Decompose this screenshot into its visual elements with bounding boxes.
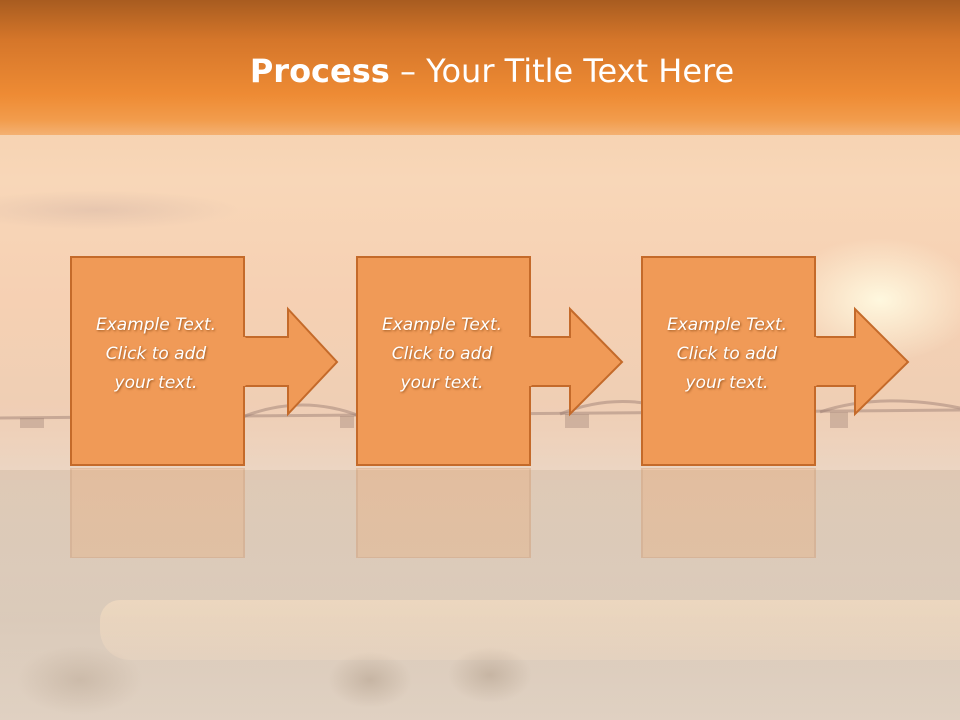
step-text-line-2: Click to add — [391, 344, 493, 364]
process-step-2[interactable]: Example Text. Click to add your text. — [356, 256, 626, 467]
step-reflection — [356, 468, 626, 558]
background-land — [0, 470, 960, 720]
slide-title[interactable]: Process – Your Title Text Here — [0, 52, 960, 90]
step-reflection — [641, 468, 911, 558]
background-cloud — [0, 190, 240, 230]
step-text[interactable]: Example Text. Click to add your text. — [641, 311, 813, 398]
step-text[interactable]: Example Text. Click to add your text. — [356, 311, 528, 398]
step-text-line-3: your text. — [114, 373, 198, 393]
step-text-line-3: your text. — [400, 373, 484, 393]
process-step-3[interactable]: Example Text. Click to add your text. — [641, 256, 911, 467]
title-bar — [0, 0, 960, 135]
background-trees — [0, 640, 960, 720]
arrow-right-icon — [641, 256, 910, 466]
step-text-line-1: Example Text. — [95, 315, 217, 335]
arrow-right-icon — [356, 256, 624, 466]
step-text-line-2: Click to add — [676, 344, 778, 364]
step-text-line-2: Click to add — [105, 344, 207, 364]
title-bold: Process — [249, 52, 390, 90]
process-step-1[interactable]: Example Text. Click to add your text. — [70, 256, 340, 467]
step-text-line-1: Example Text. — [666, 315, 788, 335]
step-text[interactable]: Example Text. Click to add your text. — [70, 311, 242, 398]
step-reflection — [70, 468, 340, 558]
background-river-lower — [100, 600, 960, 660]
title-rest: – Your Title Text Here — [389, 52, 735, 90]
step-text-line-1: Example Text. — [381, 315, 503, 335]
arrow-right-icon — [70, 256, 339, 466]
step-text-line-3: your text. — [685, 373, 769, 393]
